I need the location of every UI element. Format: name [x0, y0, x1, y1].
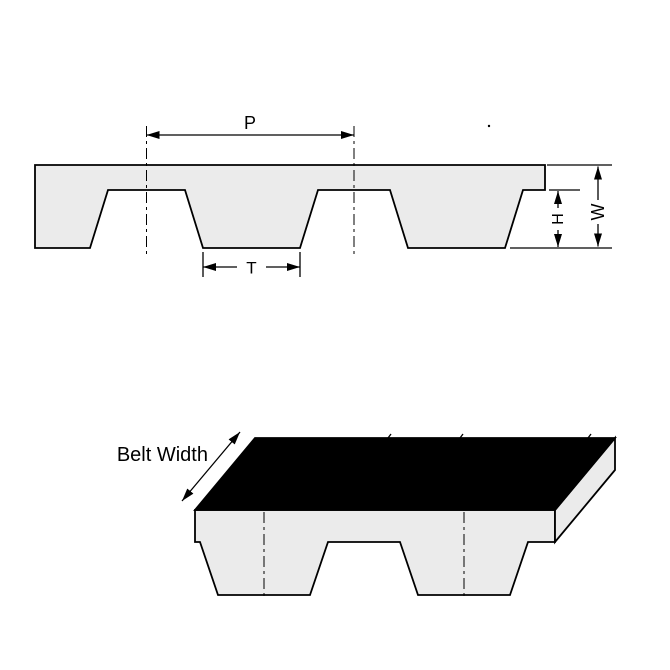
belt-top-face: [193, 437, 617, 511]
tooth-height-label: H: [550, 213, 567, 225]
pitch-dimension: P: [146, 113, 354, 139]
width-label: W: [588, 204, 608, 221]
belt-width-dimension: Belt Width: [117, 431, 241, 502]
back-edge-tick-3: [584, 433, 592, 443]
tooth-width-dimension: T: [202, 252, 301, 278]
tooth-width-label: T: [246, 259, 256, 278]
belt-width-arrow: [181, 431, 241, 502]
perspective-view: Belt Width: [117, 431, 617, 597]
belt-front-face: [194, 509, 556, 596]
back-edge-tick-2: [456, 433, 464, 443]
tooth-height-dimension: H: [549, 189, 580, 247]
cross-section-view: P T H W: [34, 113, 612, 278]
stray-mark: [487, 124, 491, 128]
belt-width-label: Belt Width: [117, 444, 208, 466]
width-dimension: W: [510, 164, 612, 249]
pitch-label: P: [244, 113, 256, 133]
belt-profile: [34, 164, 546, 249]
back-edge-tick-1: [384, 433, 392, 443]
